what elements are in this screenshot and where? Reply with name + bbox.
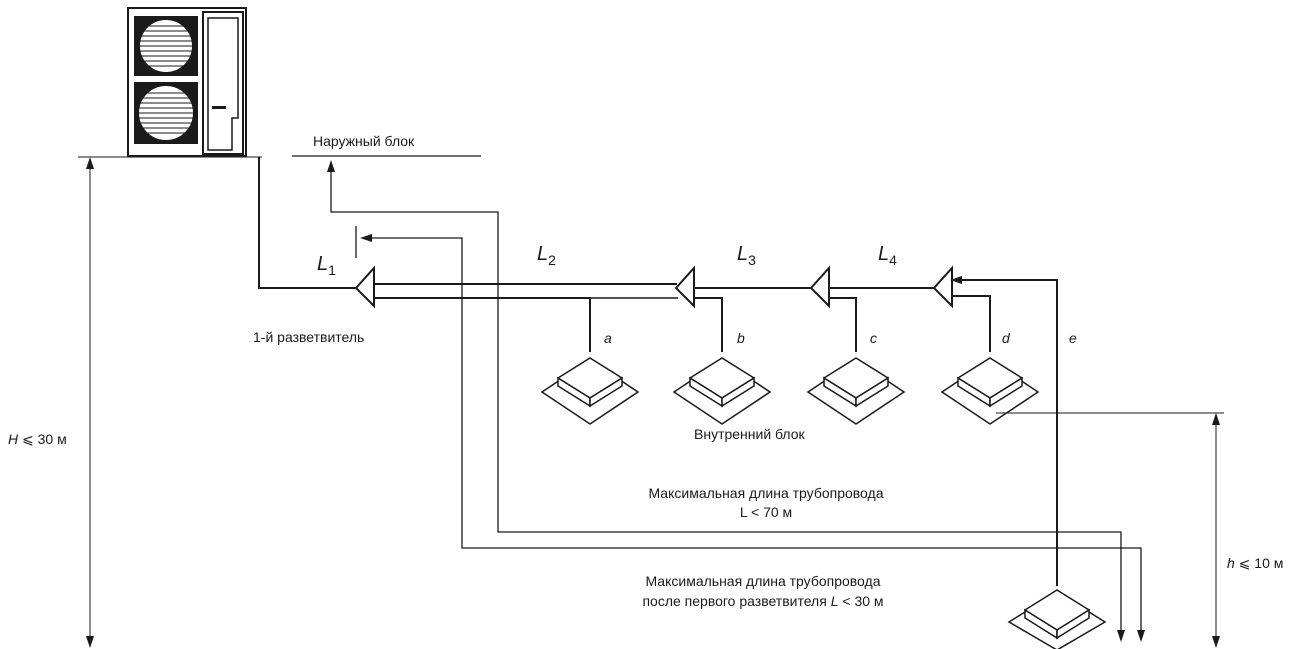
arrow-up-outdoor (327, 160, 335, 172)
drop-pipe-b (694, 297, 723, 352)
indoor-unit-d (940, 357, 1040, 425)
arrow-left-branch (360, 234, 372, 242)
indoor-unit-label: Внутренний блок (694, 426, 806, 442)
trace-total-length (330, 170, 1122, 640)
fan-grille-top (134, 16, 198, 76)
arrow-left-e (950, 276, 962, 284)
unit-label-a: a (604, 330, 612, 346)
segment-label-L3: L3 (737, 243, 756, 268)
first-branch-label: 1-й разветвитель (253, 329, 364, 345)
arrow-down-after-branch (1137, 630, 1145, 642)
branch-tee-3 (809, 265, 830, 309)
trunk-pipe (374, 283, 936, 299)
unit-label-c: c (870, 330, 877, 346)
indoor-unit-c (806, 357, 906, 425)
unit-label-d: d (1002, 330, 1011, 346)
dimension-h (996, 412, 1224, 648)
height-indoor-label: h ⩽ 10 м (1227, 555, 1283, 571)
segment-label-L2: L2 (537, 243, 556, 268)
indoor-unit-b (672, 357, 772, 425)
branch-tee-1 (354, 265, 375, 309)
outdoor-unit-label: Наружный блок (313, 133, 415, 149)
branch-tee-2 (674, 265, 695, 309)
main-pipe (258, 157, 356, 289)
max-pipe-length-value: L < 70 м (740, 504, 792, 520)
service-panel (202, 11, 244, 155)
unit-label-e: e (1069, 330, 1077, 346)
branch-tee-4 (932, 265, 953, 309)
drop-pipe-d (952, 295, 991, 352)
segment-label-L4: L4 (878, 243, 897, 268)
segment-label-L1: L1 (317, 253, 336, 278)
indoor-unit-a (540, 357, 640, 425)
arrow-down-total (1117, 630, 1125, 642)
trace-after-branch (364, 237, 1142, 640)
height-total-label: H ⩽ 30 м (8, 431, 67, 447)
fan-grille-bottom (134, 82, 198, 144)
indoor-unit-e (1007, 589, 1107, 649)
dimension-H (86, 157, 94, 648)
outdoor-unit (127, 7, 247, 157)
drop-pipe-a (374, 297, 591, 352)
drop-pipe-e (952, 279, 1058, 586)
max-after-branch-value: после первого разветвителя L < 30 м (642, 593, 883, 609)
unit-label-b: b (737, 330, 745, 346)
drop-pipe-c (829, 297, 857, 352)
max-pipe-length-title: Максимальная длина трубопровода (648, 485, 883, 501)
max-after-branch-title: Максимальная длина трубопровода (645, 573, 880, 589)
